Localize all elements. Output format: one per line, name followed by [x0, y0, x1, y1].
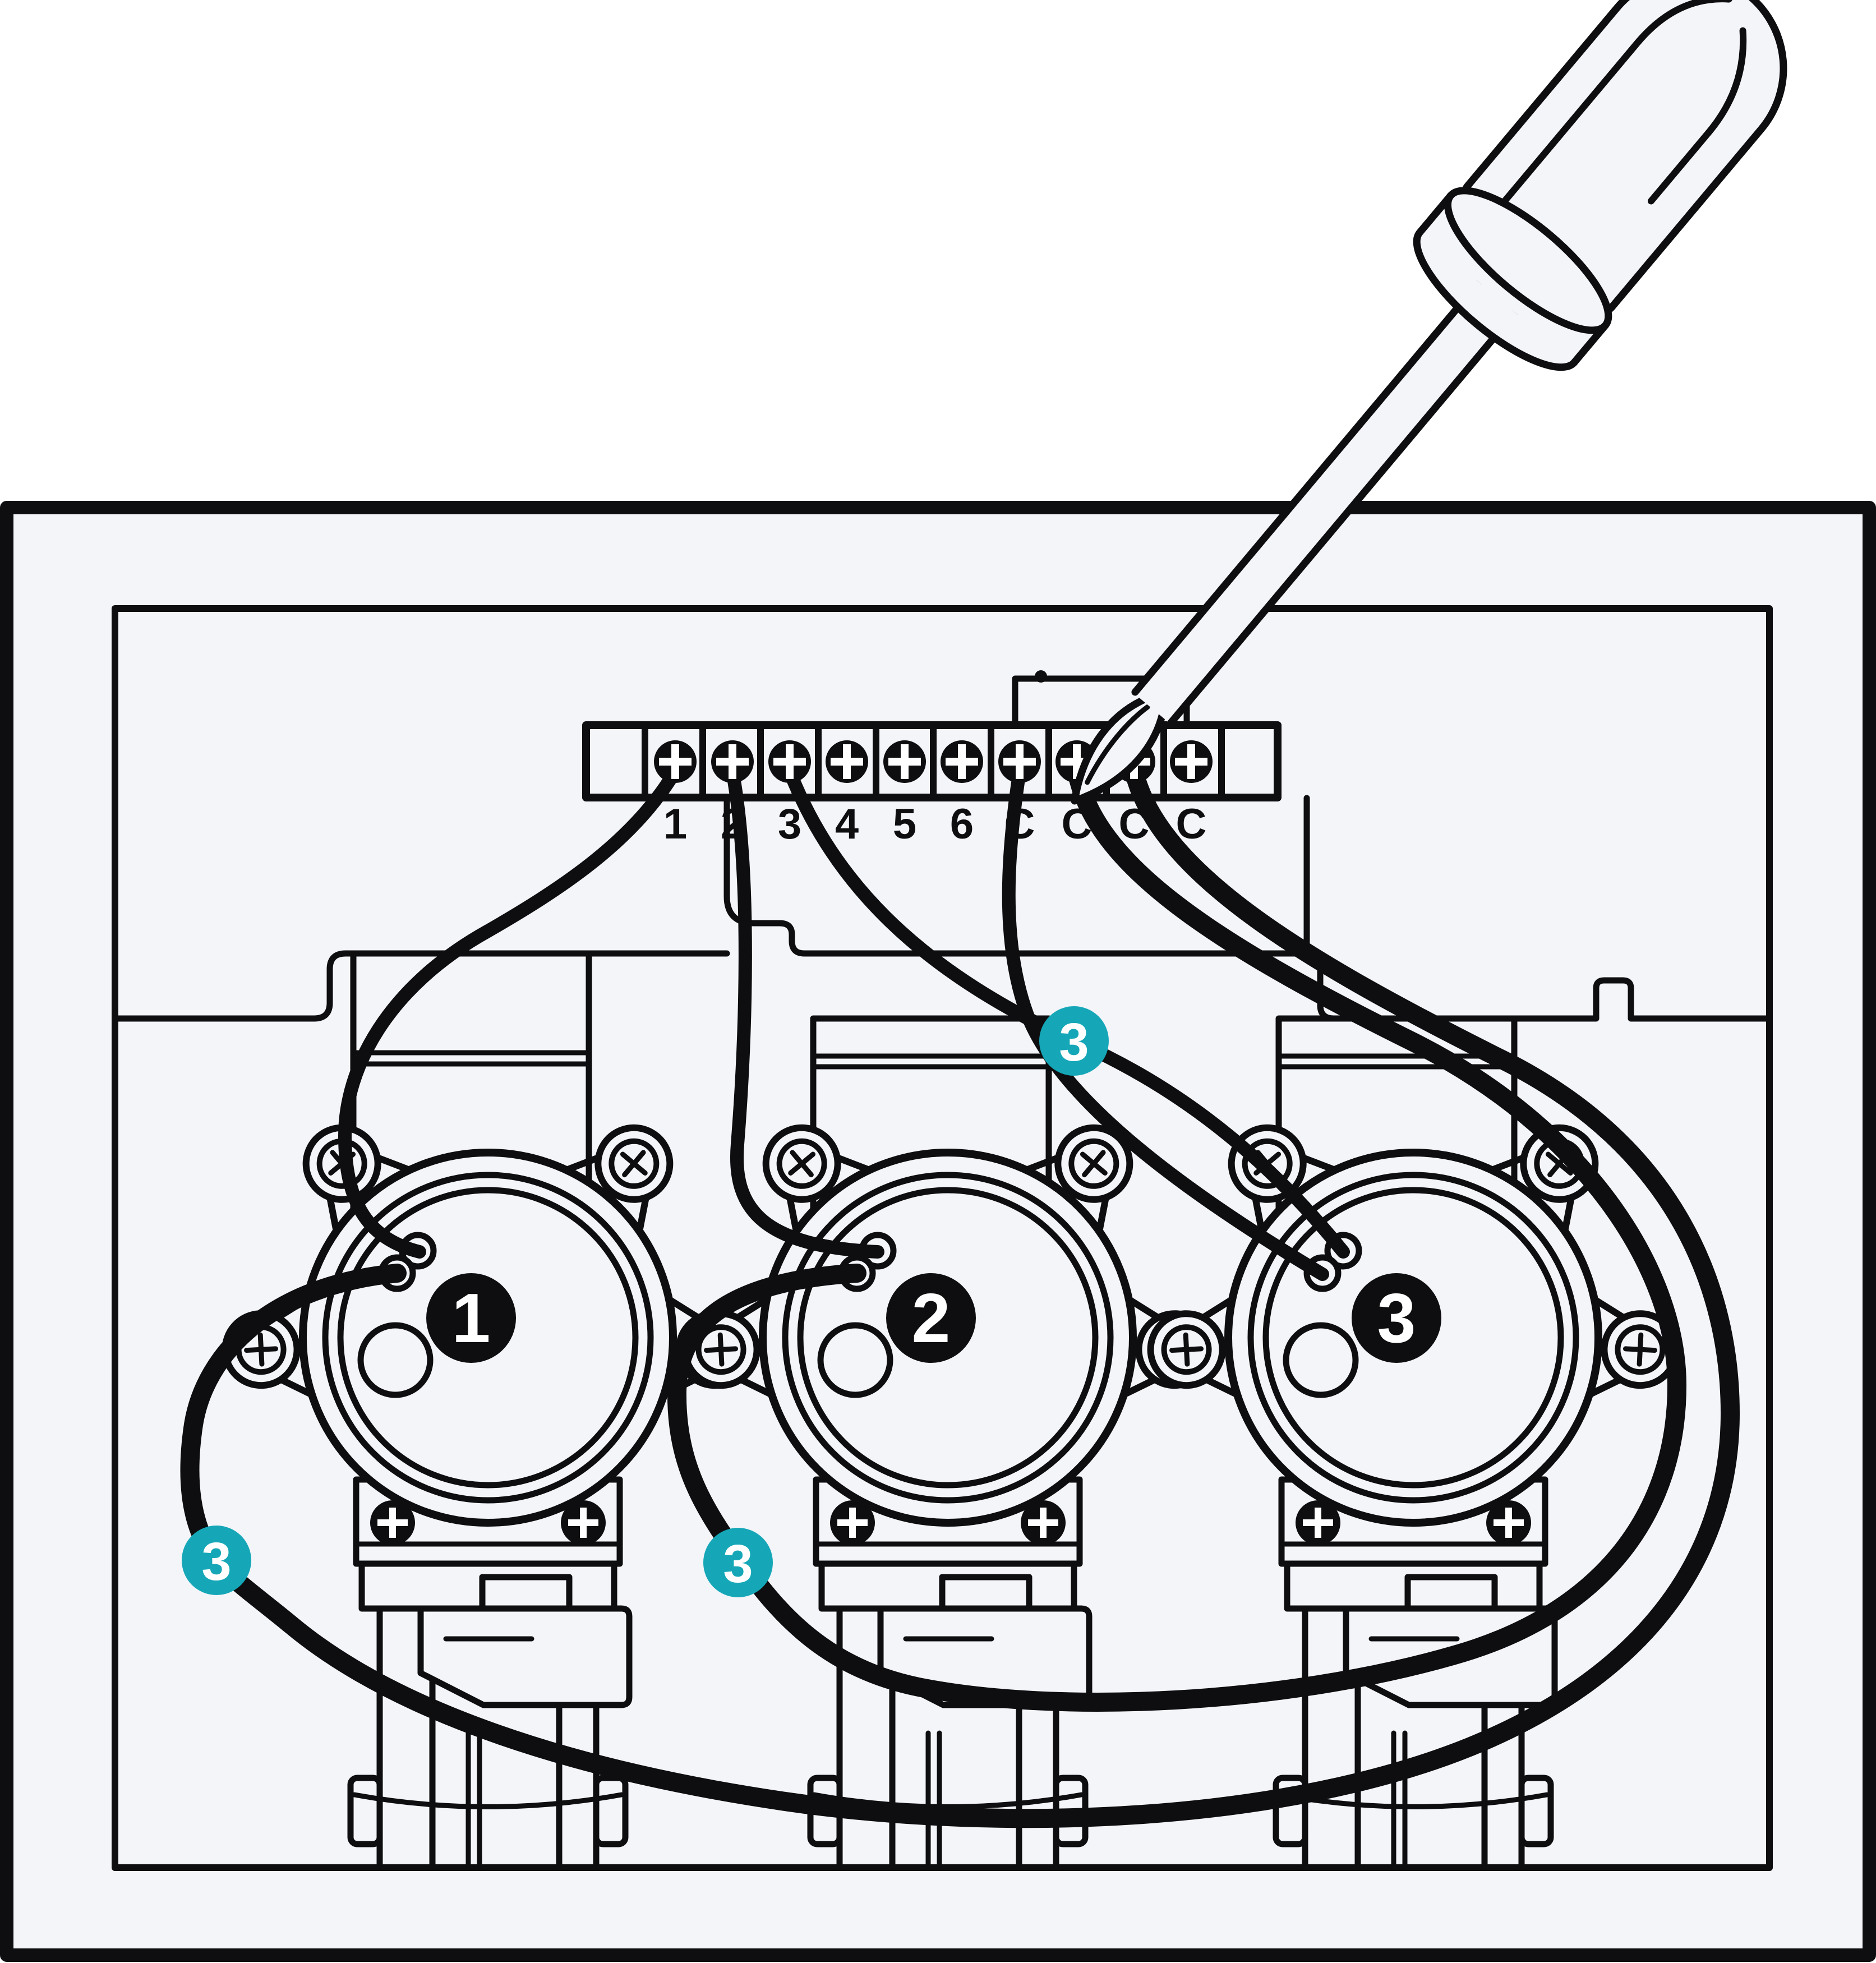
terminal-label-c1: C [1004, 800, 1035, 848]
terminal-label-4: 4 [835, 800, 859, 848]
terminal-screw-3 [768, 740, 811, 783]
terminal-label-1: 1 [663, 800, 687, 848]
valve-3-number: 3 [1377, 1280, 1416, 1357]
screwdriver-icon [1071, 0, 1787, 805]
controller-inner-panel [112, 605, 1773, 1871]
wire-station-2 [726, 764, 884, 1259]
valve-3: 3 [1147, 1098, 1679, 1868]
terminal-label-c4: C [1176, 800, 1207, 848]
svg-text:3: 3 [723, 1534, 753, 1594]
mount-tab-pin [1035, 670, 1047, 683]
terminal-screw-c1 [998, 740, 1041, 783]
terminal-screw-6 [941, 740, 983, 783]
terminal-label-c2: C [1062, 800, 1093, 848]
svg-text:3: 3 [201, 1532, 231, 1592]
screwdriver-ferrule [1413, 187, 1612, 371]
terminal-screw-1 [654, 740, 697, 783]
terminal-label-5: 5 [893, 800, 916, 848]
valve-1-number: 1 [452, 1280, 491, 1357]
step-badge-common-1: 3 [182, 1526, 251, 1595]
wire-station-1 [338, 764, 682, 1259]
terminal-screw-5 [883, 740, 926, 783]
terminal-label-c3: C [1119, 800, 1150, 848]
terminal-screw-2 [711, 740, 754, 783]
step-badge-common-2: 3 [703, 1528, 773, 1597]
step-badges: 3 3 3 [182, 1006, 1109, 1597]
step-badge-common-3: 3 [1039, 1006, 1109, 1076]
wire-common-valve-3 [1002, 764, 1329, 1281]
terminal-screw-c4 [1170, 740, 1213, 783]
wire-common-valve-2 [667, 762, 1687, 1712]
terminal-labels: 1 2 3 4 5 6 C C C C [663, 800, 1207, 848]
screwdriver-shaft [1134, 283, 1515, 724]
terminal-label-3: 3 [778, 800, 801, 848]
valve-2: 2 [682, 1098, 1214, 1868]
svg-text:3: 3 [1059, 1012, 1089, 1072]
valve-1: 1 [222, 1098, 754, 1868]
terminal-label-6: 6 [950, 800, 974, 848]
terminal-label-2: 2 [721, 800, 744, 848]
valve-2-number: 2 [912, 1280, 951, 1357]
terminal-screw-4 [826, 740, 868, 783]
wire-common-valve-1 [180, 762, 1740, 1828]
